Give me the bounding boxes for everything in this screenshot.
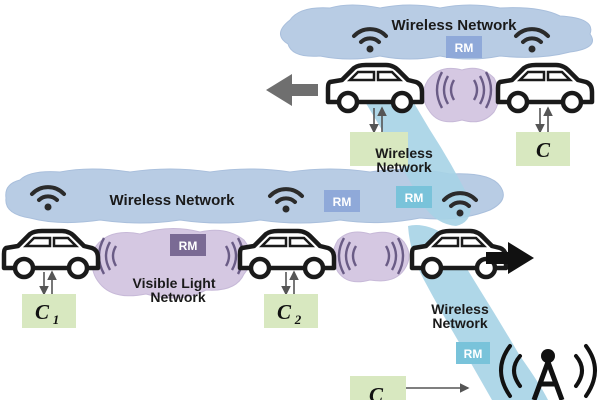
car-icon <box>498 65 592 111</box>
mid-wireless-cloud <box>5 168 504 224</box>
svg-text:RM: RM <box>405 191 424 205</box>
cell-tower-icon <box>499 344 597 400</box>
mid-cloud-label: Wireless Network <box>110 192 236 209</box>
vlc-cloud-right <box>332 231 410 283</box>
car-icon <box>4 231 98 277</box>
car-icon <box>328 65 422 111</box>
car-icon <box>240 231 334 277</box>
controller-label: C <box>536 138 551 162</box>
controller-box <box>350 132 408 166</box>
upper-link-label-line1: Wireless <box>375 145 433 161</box>
svg-text:RM: RM <box>455 41 474 55</box>
rm-badge: RM <box>324 190 360 212</box>
vlc-label-line2: Network <box>150 289 205 305</box>
controller-box: C <box>350 376 406 400</box>
svg-text:RM: RM <box>464 347 483 361</box>
lower-link-label-line1: Wireless <box>431 301 489 317</box>
controller-box: C 2 <box>264 294 318 328</box>
upper-link-label-line2: Network <box>376 159 431 175</box>
left-arrow-icon <box>266 74 318 106</box>
top-cloud-label: Wireless Network <box>392 17 518 34</box>
controller-box: C <box>516 132 570 166</box>
svg-text:RM: RM <box>333 195 352 209</box>
connector-arrows <box>39 106 553 393</box>
controller-box: C 1 <box>22 294 76 328</box>
controller-label: C <box>369 383 384 400</box>
right-arrow-icon <box>486 242 534 274</box>
controller-subscript: 1 <box>53 312 60 327</box>
diagonal-link-upper <box>355 66 471 226</box>
controller-label: C <box>277 300 292 324</box>
top-wireless-cloud <box>280 4 593 60</box>
rm-badge: RM <box>456 342 490 364</box>
rm-badge: RM <box>170 234 206 256</box>
controller-label: C <box>35 300 50 324</box>
svg-text:RM: RM <box>179 239 198 253</box>
vlc-label-line1: Visible Light <box>133 275 216 291</box>
vlc-cloud-top <box>423 67 500 123</box>
rm-badge: RM <box>446 36 482 58</box>
rm-badge: RM <box>396 186 432 208</box>
controller-subscript: 2 <box>294 312 302 327</box>
lower-link-label-line2: Network <box>432 315 487 331</box>
vlc-cloud-left <box>91 228 252 299</box>
